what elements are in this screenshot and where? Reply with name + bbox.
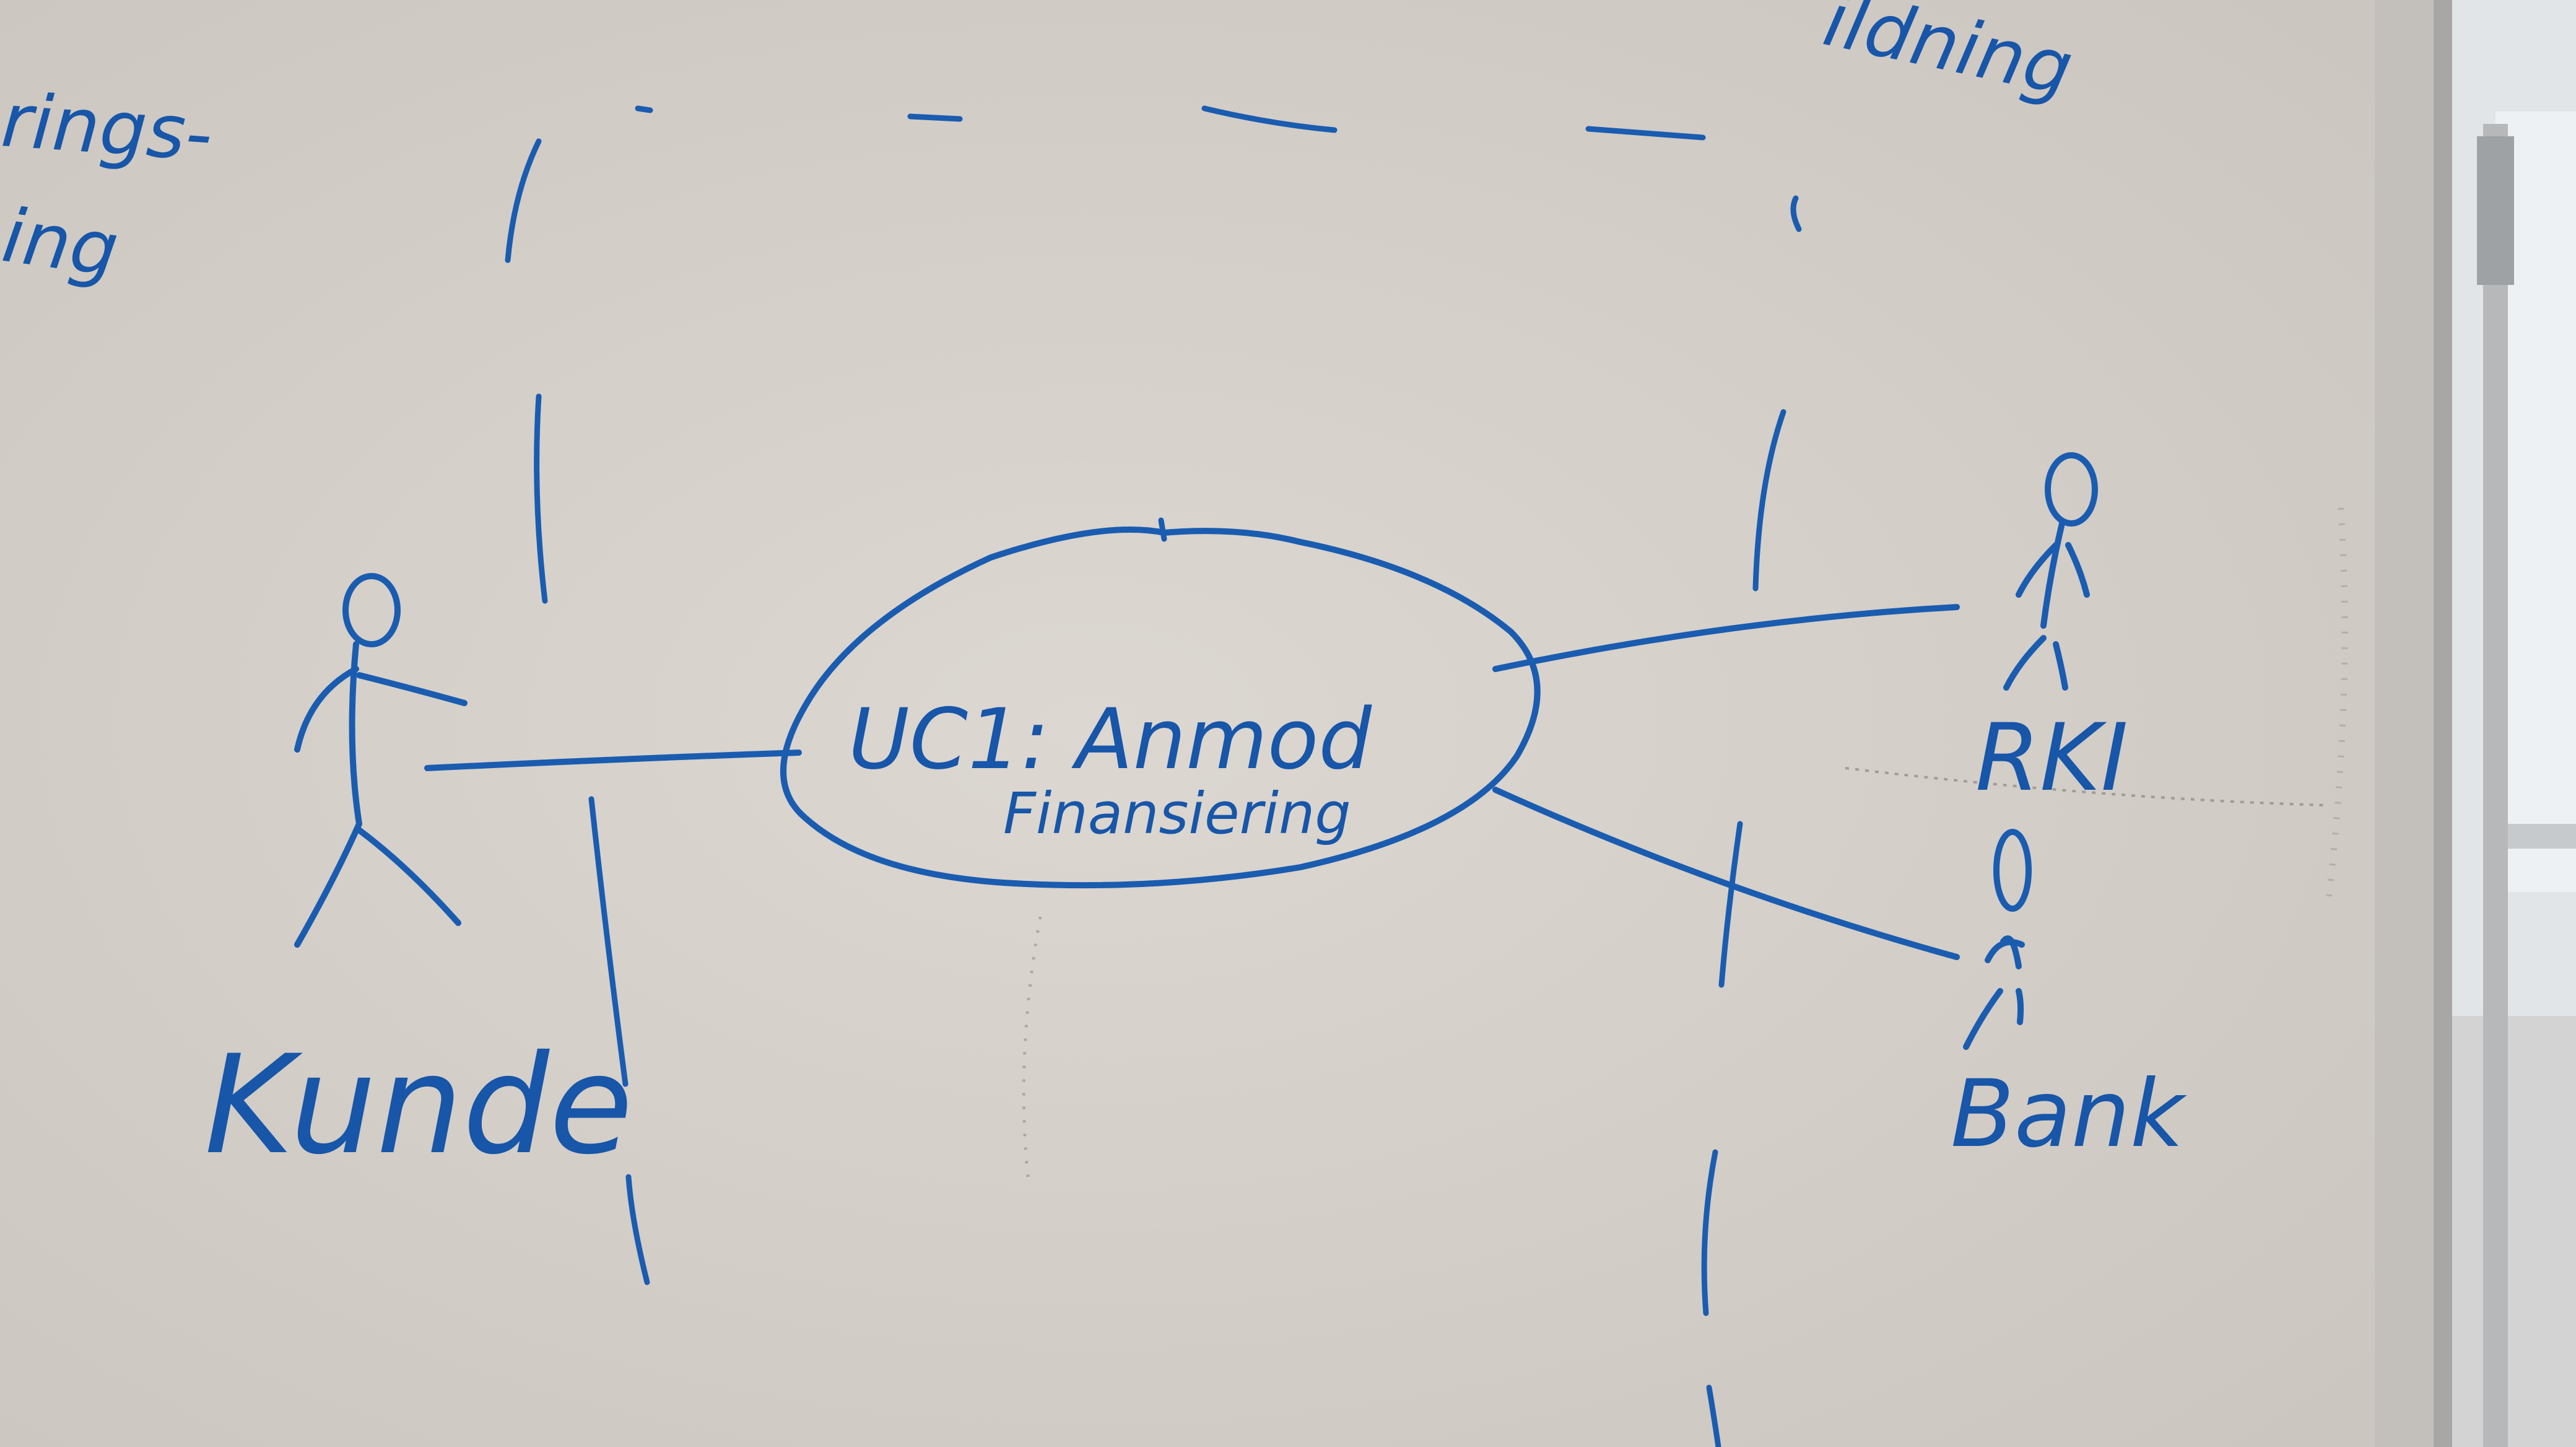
actor-rki-label: RKI bbox=[1975, 704, 2128, 812]
actor-kunde-label: Kunde bbox=[204, 1026, 633, 1184]
actor-bank-head bbox=[1993, 829, 2032, 912]
use-case-label-line2: Finansiering bbox=[1003, 780, 1351, 847]
window-frame bbox=[2496, 824, 2576, 849]
whiteboard-surface bbox=[0, 0, 2427, 1447]
fragment-top-left-1: rings- bbox=[0, 77, 215, 178]
association-rki bbox=[1492, 604, 1960, 672]
use-case-label-line1: UC1: Anmod bbox=[848, 691, 1372, 788]
desk-surface bbox=[2452, 1016, 2576, 1447]
association-bank bbox=[1492, 787, 1960, 960]
eraser-smudge-edge bbox=[2325, 507, 2348, 905]
actor-rki-figure bbox=[2003, 452, 2098, 691]
actor-rki-head bbox=[2045, 452, 2098, 527]
whiteboard-frame bbox=[2375, 0, 2434, 1447]
actor-kunde-head bbox=[342, 573, 401, 647]
board-stand-clip bbox=[2477, 136, 2514, 285]
fragment-top-left-2: ing bbox=[0, 193, 123, 294]
use-case-ellipse bbox=[780, 527, 1541, 889]
association-kunde bbox=[424, 750, 802, 771]
actor-bank-label: Bank bbox=[1951, 1060, 2187, 1168]
actor-kunde-figure bbox=[294, 573, 468, 948]
whiteboard-frame-edge bbox=[2434, 0, 2452, 1447]
actor-bank-figure bbox=[1963, 829, 2032, 1050]
board-stand-pole bbox=[2483, 124, 2508, 1447]
system-boundary bbox=[505, 105, 1802, 1447]
